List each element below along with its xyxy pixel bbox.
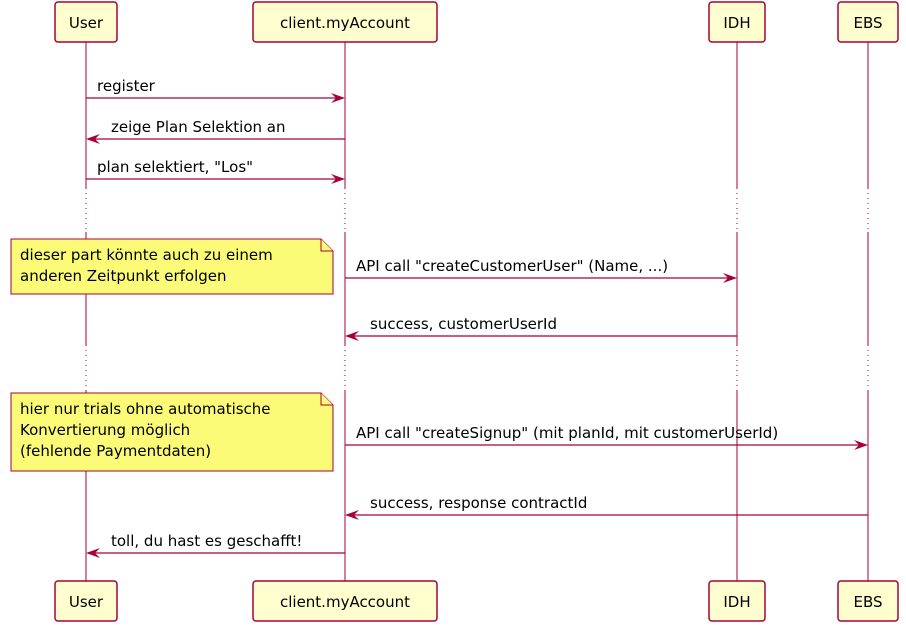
participant-account-bottom: client.myAccount bbox=[252, 580, 438, 622]
participants-bottom: User client.myAccount IDH EBS bbox=[54, 580, 899, 622]
participant-box bbox=[837, 1, 899, 43]
participant-box bbox=[708, 580, 766, 622]
note-body bbox=[10, 238, 334, 295]
arrowhead bbox=[345, 331, 359, 341]
participant-box bbox=[54, 580, 118, 622]
participant-label: EBS bbox=[853, 593, 882, 611]
note-1: dieser part könnte auch zu einem anderen … bbox=[10, 238, 334, 295]
message-1: register bbox=[86, 77, 345, 103]
message-3: plan selektiert, "Los" bbox=[86, 158, 345, 184]
note-line: dieser part könnte auch zu einem bbox=[20, 246, 273, 264]
participant-label: client.myAccount bbox=[280, 593, 410, 611]
message-label: toll, du hast es geschafft! bbox=[111, 532, 302, 550]
message-label: API call "createCustomerUser" (Name, ...… bbox=[356, 257, 668, 275]
message-label: success, response contractId bbox=[370, 494, 587, 512]
arrowhead bbox=[723, 273, 737, 283]
participant-box bbox=[54, 1, 118, 43]
participant-idh-bottom: IDH bbox=[708, 580, 766, 622]
message-8: toll, du hast es geschafft! bbox=[86, 532, 345, 558]
arrowhead bbox=[331, 174, 345, 184]
message-2: zeige Plan Selektion an bbox=[86, 118, 345, 144]
arrowhead bbox=[86, 548, 100, 558]
message-5: success, customerUserId bbox=[345, 315, 737, 341]
arrowhead bbox=[345, 510, 359, 520]
message-label: success, customerUserId bbox=[370, 315, 557, 333]
participant-account-top: client.myAccount bbox=[252, 1, 438, 43]
message-label: zeige Plan Selektion an bbox=[111, 118, 286, 136]
arrowhead bbox=[86, 134, 100, 144]
note-fold-corner bbox=[320, 239, 333, 252]
participant-label: User bbox=[69, 14, 104, 32]
messages: register zeige Plan Selektion an plan sele… bbox=[86, 77, 868, 558]
participant-label: client.myAccount bbox=[280, 14, 410, 32]
message-label: API call "createSignup" (mit planId, mit… bbox=[356, 424, 778, 442]
participant-label: IDH bbox=[723, 14, 750, 32]
note-line: anderen Zeitpunkt erfolgen bbox=[20, 267, 227, 285]
message-label: register bbox=[97, 77, 156, 95]
participant-ebs-top: EBS bbox=[837, 1, 899, 43]
note-line: hier nur trials ohne automatische bbox=[20, 400, 271, 418]
participant-user-bottom: User bbox=[54, 580, 118, 622]
participants-top: User client.myAccount IDH EBS bbox=[54, 1, 899, 43]
participant-box bbox=[252, 1, 438, 43]
message-label: plan selektiert, "Los" bbox=[97, 158, 253, 176]
note-fold-corner bbox=[320, 393, 333, 406]
participant-label: User bbox=[69, 593, 104, 611]
participant-label: IDH bbox=[723, 593, 750, 611]
participant-box bbox=[252, 580, 438, 622]
note-2: hier nur trials ohne automatischeKonvert… bbox=[10, 392, 334, 472]
arrowhead bbox=[331, 93, 345, 103]
note-line: (fehlende Paymentdaten) bbox=[20, 442, 211, 460]
participant-box bbox=[837, 580, 899, 622]
participant-idh-top: IDH bbox=[708, 1, 766, 43]
participant-user-top: User bbox=[54, 1, 118, 43]
message-6: API call "createSignup" (mit planId, mit… bbox=[345, 424, 868, 450]
note-line: Konvertierung möglich bbox=[20, 421, 190, 439]
message-7: success, response contractId bbox=[345, 494, 868, 520]
participant-box bbox=[708, 1, 766, 43]
message-4: API call "createCustomerUser" (Name, ...… bbox=[345, 257, 737, 283]
note-body bbox=[10, 392, 334, 472]
notes: dieser part könnte auch zu einem anderen … bbox=[10, 238, 334, 472]
participant-label: EBS bbox=[853, 14, 882, 32]
arrowhead bbox=[854, 440, 868, 450]
participant-ebs-bottom: EBS bbox=[837, 580, 899, 622]
